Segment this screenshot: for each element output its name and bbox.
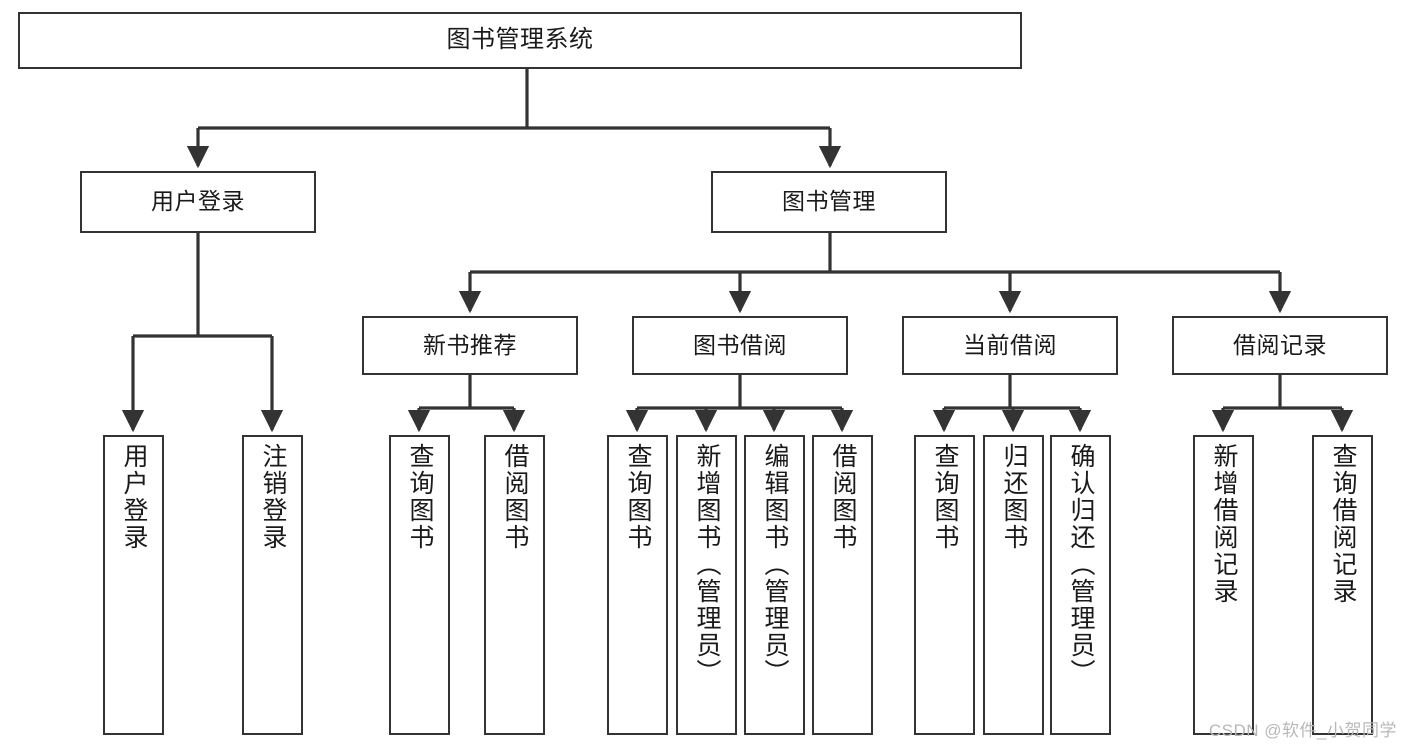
leaf-query-book-3-label: 查询图书 [931, 443, 959, 551]
leaf-borrow-book-1-label: 借阅图书 [501, 443, 529, 551]
node-book-borrow[interactable]: 图书借阅 [632, 316, 848, 375]
node-new-book-recommend[interactable]: 新书推荐 [362, 316, 578, 375]
leaf-query-book-1[interactable]: 查询图书 [389, 435, 450, 735]
node-new-book-recommend-label: 新书推荐 [423, 331, 517, 358]
node-current-borrow[interactable]: 当前借阅 [902, 316, 1118, 375]
leaf-borrow-book-2[interactable]: 借阅图书 [812, 435, 873, 735]
leaf-query-book-2-label: 查询图书 [624, 443, 652, 551]
leaf-edit-book-label: 编辑图书（管理员） [761, 443, 789, 686]
leaf-borrow-book-2-label: 借阅图书 [829, 443, 857, 551]
node-borrow-record-label: 借阅记录 [1233, 331, 1327, 358]
leaf-user-login[interactable]: 用户登录 [103, 435, 164, 735]
leaf-add-book[interactable]: 新增图书（管理员） [676, 435, 737, 735]
leaf-return-book[interactable]: 归还图书 [983, 435, 1044, 735]
node-root[interactable]: 图书管理系统 [18, 12, 1022, 69]
leaf-add-record-label: 新增借阅记录 [1210, 443, 1238, 605]
leaf-user-login-label: 用户登录 [120, 443, 148, 551]
node-book-manage-label: 图书管理 [782, 188, 876, 215]
csdn-watermark: CSDN @软件_小贺同学 [1208, 721, 1397, 740]
leaf-query-book-1-label: 查询图书 [406, 443, 434, 551]
node-current-borrow-label: 当前借阅 [963, 331, 1057, 358]
leaf-user-logout-label: 注销登录 [259, 443, 287, 551]
node-root-label: 图书管理系统 [446, 26, 594, 54]
leaf-edit-book[interactable]: 编辑图书（管理员） [744, 435, 805, 735]
leaf-return-book-label: 归还图书 [1000, 443, 1028, 551]
node-borrow-record[interactable]: 借阅记录 [1172, 316, 1388, 375]
node-book-borrow-label: 图书借阅 [693, 331, 787, 358]
leaf-add-record[interactable]: 新增借阅记录 [1193, 435, 1254, 735]
leaf-user-logout[interactable]: 注销登录 [242, 435, 303, 735]
node-user-login-label: 用户登录 [151, 188, 245, 215]
leaf-borrow-book-1[interactable]: 借阅图书 [484, 435, 545, 735]
leaf-query-book-3[interactable]: 查询图书 [914, 435, 975, 735]
leaf-query-record[interactable]: 查询借阅记录 [1312, 435, 1373, 735]
leaf-confirm-return[interactable]: 确认归还（管理员） [1050, 435, 1111, 735]
leaf-query-book-2[interactable]: 查询图书 [607, 435, 668, 735]
leaf-add-book-label: 新增图书（管理员） [693, 443, 721, 686]
leaf-confirm-return-label: 确认归还（管理员） [1067, 443, 1095, 686]
node-book-manage[interactable]: 图书管理 [711, 171, 947, 233]
leaf-query-record-label: 查询借阅记录 [1329, 443, 1357, 605]
node-user-login[interactable]: 用户登录 [80, 171, 316, 233]
